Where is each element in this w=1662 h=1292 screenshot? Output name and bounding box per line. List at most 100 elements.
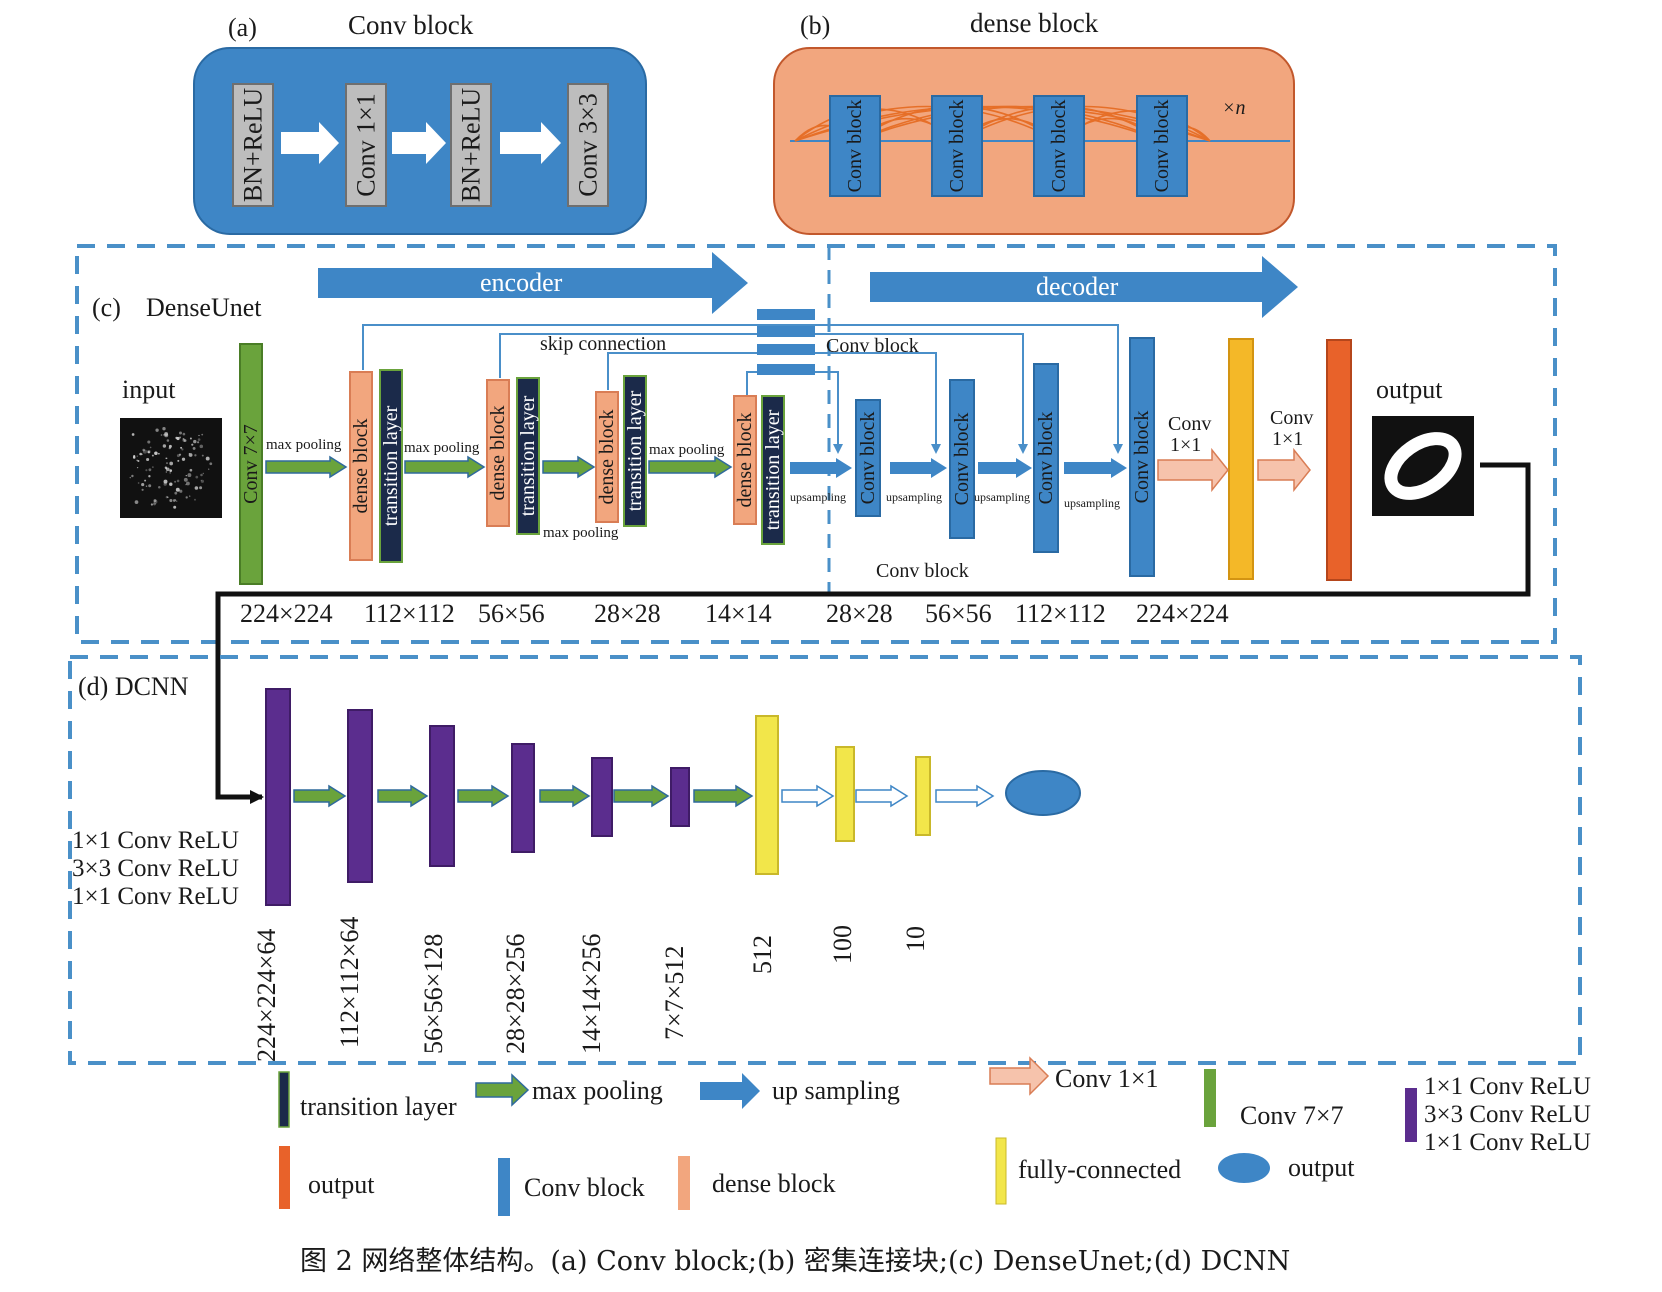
noise-dot <box>174 480 177 483</box>
noise-dot <box>175 436 178 440</box>
dcnn-layer-3 <box>429 725 455 867</box>
legend-maxpool-label: max pooling <box>532 1076 663 1105</box>
dcnn-layer-7 <box>755 715 779 875</box>
skip-line-4 <box>746 371 843 454</box>
dcnn-layer-8 <box>835 746 855 842</box>
dcnn-layer-9 <box>915 756 931 836</box>
dense-connection-arc-3 <box>794 105 1060 142</box>
dense-conv-block-1-label: Conv block <box>844 100 866 193</box>
conv1x1-a-line1: Conv <box>1168 413 1211 435</box>
conv1x1-arrow-2 <box>1257 447 1311 493</box>
noise-dot <box>169 461 174 466</box>
conv7x7-layer: Conv 7×7 <box>239 343 263 585</box>
output-to-dcnn-connector <box>215 462 1531 804</box>
noise-dot <box>169 469 173 472</box>
noise-dot <box>131 474 134 478</box>
noise-dot <box>134 500 139 504</box>
noise-dot <box>169 498 173 503</box>
dcnn-green-arrow-4 <box>539 784 591 808</box>
panel-a-title: Conv block <box>348 10 474 40</box>
dense-block-1: dense block <box>349 371 373 561</box>
legend-convrelu-2: 3×3 Conv ReLU <box>1424 1101 1591 1128</box>
decoder-arrow <box>870 256 1298 318</box>
dcnn-layer-5-rect <box>591 757 613 837</box>
conv1x1-arrow-1 <box>1157 447 1229 493</box>
noise-dot <box>141 483 145 487</box>
panel-c-title: DenseUnet <box>146 293 262 322</box>
noise-dot <box>129 476 132 479</box>
noise-dot <box>153 502 156 506</box>
max-pooling-arrow-1 <box>265 455 348 479</box>
noise-dot <box>154 451 158 455</box>
transition-layer-1-label: transition layer <box>380 405 402 526</box>
skip-bar <box>757 326 815 337</box>
legend-convrelu-swatch <box>1405 1088 1417 1142</box>
noise-dot <box>179 489 183 493</box>
dense-block-4-rect <box>733 395 757 525</box>
dense-block-2-label: dense block <box>487 406 509 501</box>
conv-block-layer-2-label: Conv 1×1 <box>352 93 381 197</box>
noise-dot <box>181 457 186 461</box>
noise-dot <box>183 439 187 442</box>
noise-dot <box>162 427 166 431</box>
upsampling-arrow-4 <box>1064 458 1127 478</box>
transition-layer-2-label: transition layer <box>517 395 539 516</box>
noise-dot <box>188 452 191 455</box>
noise-dot <box>173 505 177 509</box>
panel-b-repeat: ×n <box>1222 97 1246 119</box>
feature-map-size-8: 112×112 <box>1015 599 1106 628</box>
noise-dot <box>182 432 186 436</box>
output-label: output <box>1376 375 1443 404</box>
legend-upsample-arrow <box>700 1073 760 1109</box>
upsampling-arrow-3 <box>978 458 1032 478</box>
skip-bar <box>757 344 815 355</box>
transition-layer-1-rect <box>379 369 403 563</box>
transition-layer-1: transition layer <box>379 369 403 563</box>
noise-dot <box>151 454 154 457</box>
noise-dot <box>148 468 152 472</box>
noise-dot <box>177 459 180 462</box>
noise-dot <box>179 431 182 435</box>
transition-layer-3: transition layer <box>623 375 647 527</box>
panel-d-border <box>68 655 1582 1065</box>
dense-conv-block-2: Conv block <box>931 95 983 197</box>
noise-dot <box>200 479 202 482</box>
legend-conv1x1-label: Conv 1×1 <box>1055 1064 1159 1093</box>
skip-bar <box>757 309 815 320</box>
dense-block-3-rect <box>595 391 619 523</box>
upsampling-arrow-2 <box>890 458 947 478</box>
max-pooling-label-1: max pooling <box>266 437 342 453</box>
conv7x7-layer-rect <box>239 343 263 585</box>
dcnn-conv-desc-1: 1×1 Conv ReLU <box>72 827 239 854</box>
dcnn-layer-4 <box>511 743 535 853</box>
skip-line-1 <box>362 324 1123 454</box>
dcnn-dim-label-9: 10 <box>901 926 930 952</box>
dcnn-conv-desc-2: 3×3 Conv ReLU <box>72 855 239 882</box>
dcnn-dim-label-5: 14×14×256 <box>577 934 606 1054</box>
upsampling-arrow-1 <box>790 458 852 478</box>
feature-map-size-4: 28×28 <box>594 599 661 628</box>
legend: transition layer max pooling up sampling… <box>278 1056 1591 1216</box>
dense-block-4: dense block <box>733 395 757 525</box>
encoder-label: encoder <box>480 268 563 297</box>
legend-convrelu-3: 1×1 Conv ReLU <box>1424 1129 1591 1156</box>
dense-conv-block-2-label: Conv block <box>946 100 968 193</box>
max-pooling-label-2: max pooling <box>404 440 480 456</box>
decoder-conv-block-2-rect <box>949 379 975 539</box>
decoder-conv-block-2: Conv block <box>949 379 975 539</box>
dcnn-layer-1-rect <box>265 688 291 906</box>
decoder-conv-block-1-label: Conv block <box>857 412 879 505</box>
noise-dot <box>162 444 167 448</box>
legend-maxpool-arrow <box>475 1073 530 1107</box>
decoder-conv-block-4-label: Conv block <box>1131 411 1153 504</box>
panel-c: encoder decoder (c) DenseUnet input outp… <box>75 244 1557 804</box>
noise-dot <box>136 455 139 457</box>
dcnn-dim-label-7: 512 <box>748 935 777 974</box>
noise-dot <box>193 439 197 444</box>
noise-dot <box>192 446 196 450</box>
noise-dot <box>137 482 140 484</box>
noise-dot <box>201 433 204 436</box>
max-pooling-label-3: max pooling <box>543 525 619 541</box>
dcnn-layer-6 <box>670 767 690 827</box>
transition-layer-2: transition layer <box>516 377 540 535</box>
